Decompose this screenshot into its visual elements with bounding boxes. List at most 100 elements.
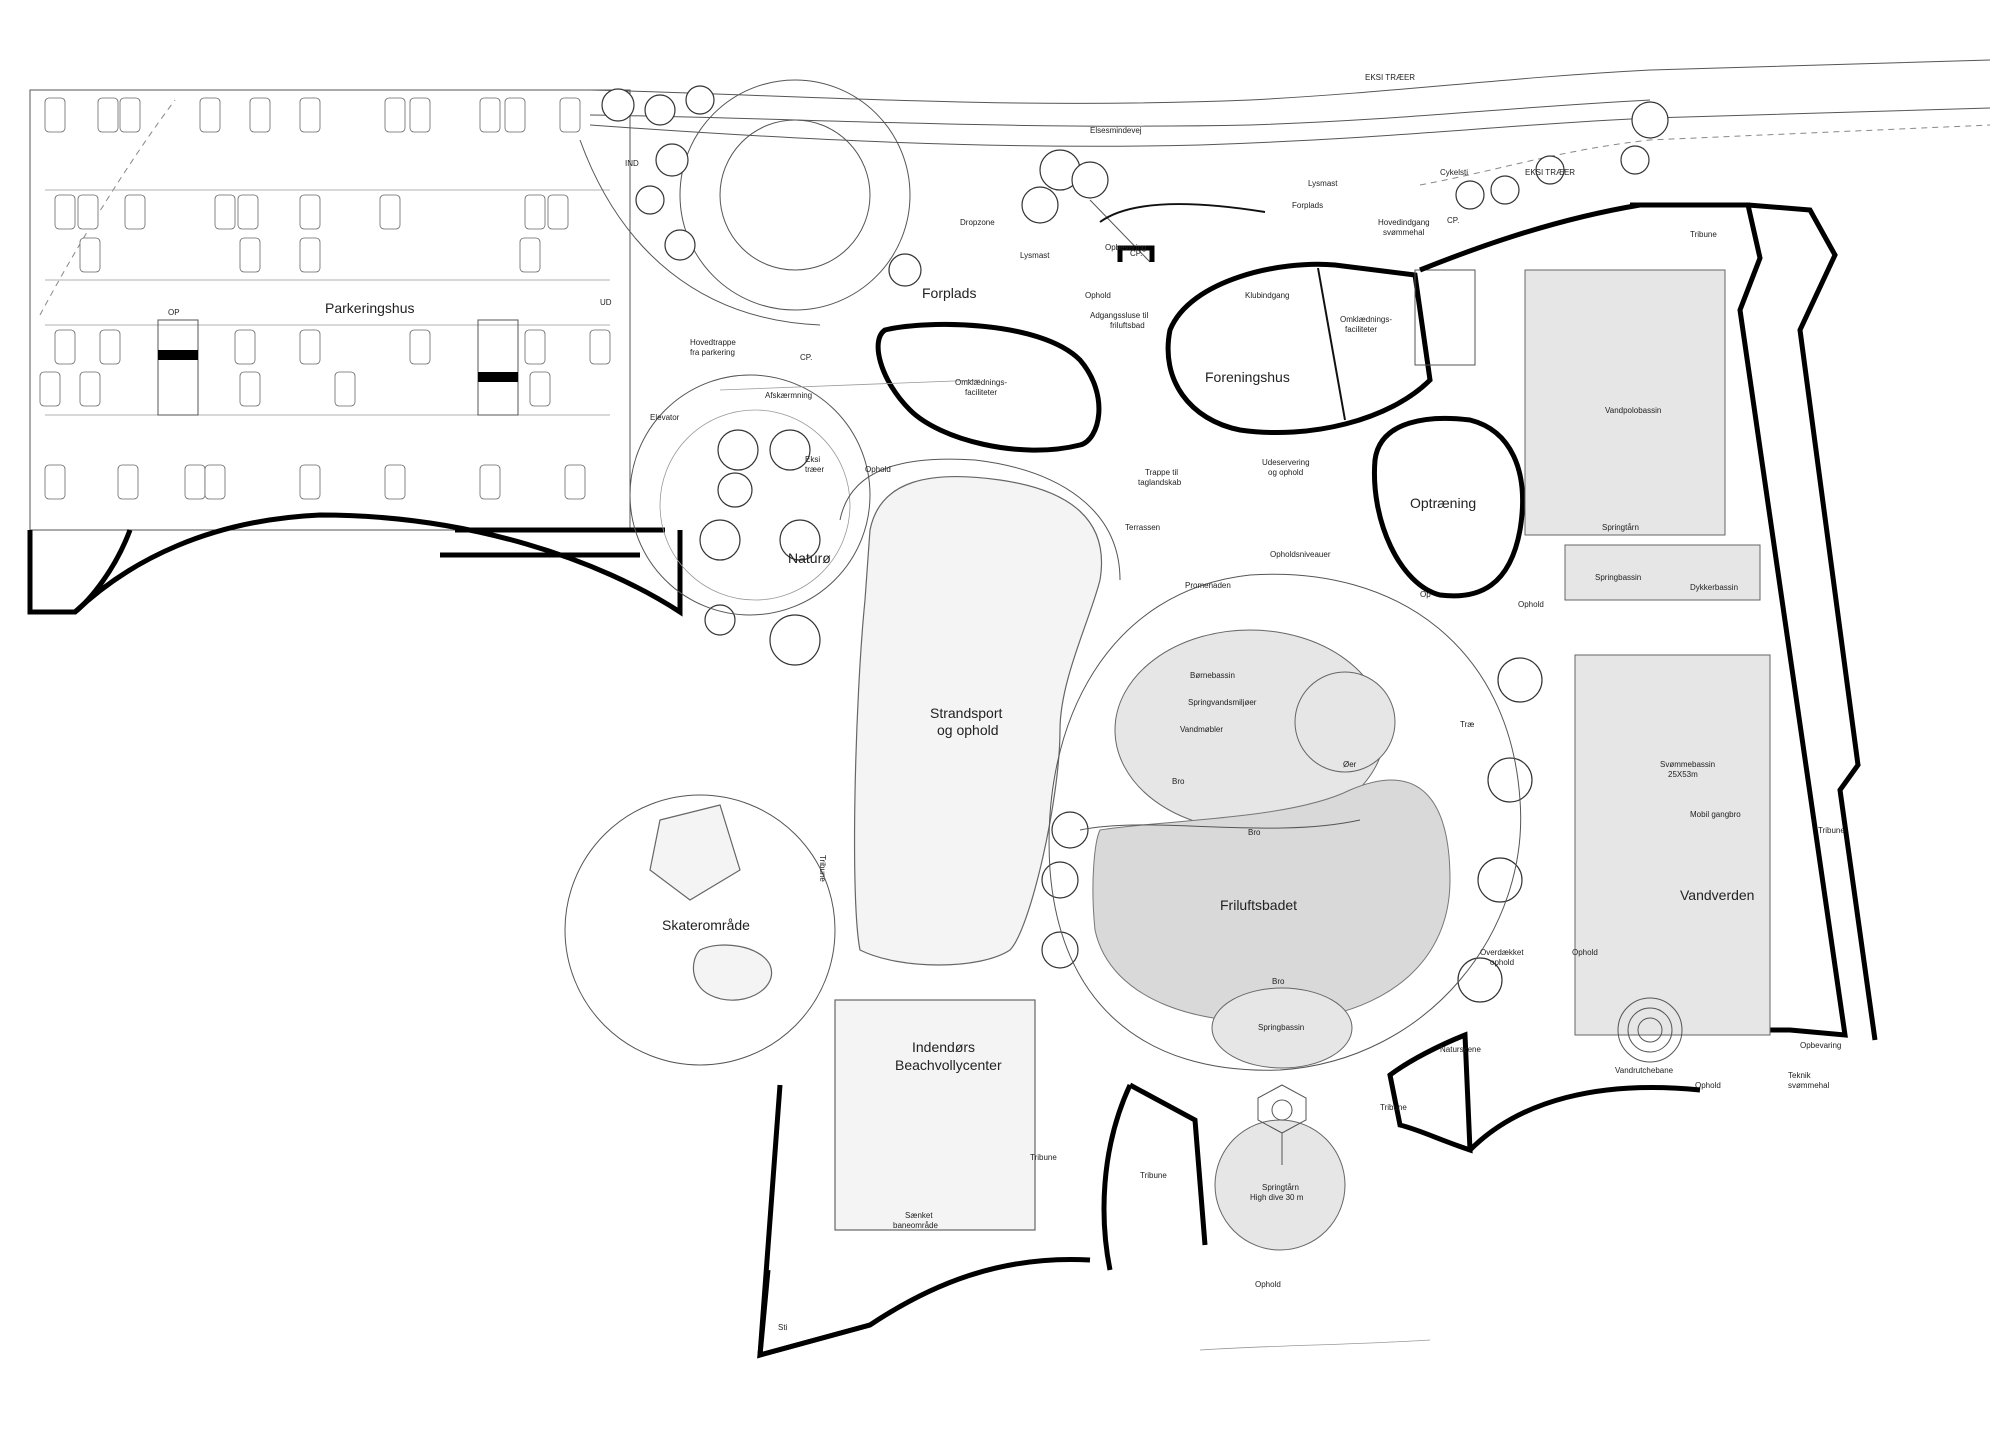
label-overdaekket-b: ophold bbox=[1490, 958, 1514, 967]
label-ophold-naturo: Ophold bbox=[865, 465, 891, 474]
label-bro-1: Bro bbox=[1172, 777, 1185, 786]
label-hovedtrappe: Hovedtrappe bbox=[690, 338, 736, 347]
label-teknik-a: Teknik bbox=[1788, 1071, 1812, 1080]
label-ophold-right-2: Ophold bbox=[1695, 1081, 1721, 1090]
skate-area bbox=[564, 794, 836, 1066]
label-bro-3: Bro bbox=[1272, 977, 1285, 986]
label-cp-1: CP. bbox=[800, 353, 812, 362]
label-foreningshus: Foreningshus bbox=[1205, 369, 1290, 385]
label-omklaedning-2a: Omklædnings- bbox=[1340, 315, 1392, 324]
label-bro-2: Bro bbox=[1248, 828, 1261, 837]
label-udeservering-a: Udeservering bbox=[1262, 458, 1310, 467]
label-overdaekket-a: Overdækket bbox=[1480, 948, 1524, 957]
label-opbevaring-right: Opbevaring bbox=[1800, 1041, 1841, 1050]
label-forplads: Forplads bbox=[922, 285, 976, 301]
nature-stage bbox=[1387, 1031, 1701, 1154]
outdoor-pools bbox=[1048, 573, 1522, 1071]
water-world-hall bbox=[1524, 202, 1878, 1063]
beach-sport-field bbox=[839, 458, 1121, 966]
label-skateromrade: Skaterområde bbox=[662, 917, 750, 933]
label-tribune-left: Tribune bbox=[818, 855, 827, 882]
label-vandrutchebane: Vandrutchebane bbox=[1615, 1066, 1674, 1075]
label-eksi-traeer-top: EKSI TRÆER bbox=[1365, 73, 1415, 82]
label-ophold-bottom: Ophold bbox=[1255, 1280, 1281, 1289]
training-building bbox=[1371, 415, 1526, 599]
label-bornebassin: Børnebassin bbox=[1190, 671, 1235, 680]
label-cykelsti: Cykelsti bbox=[1440, 168, 1468, 177]
changing-building-1 bbox=[875, 321, 1102, 453]
label-ophold-mid: Ophold bbox=[1518, 600, 1544, 609]
label-svommebassin-a: Svømmebassin bbox=[1660, 760, 1715, 769]
label-strandsport-b: og ophold bbox=[937, 722, 999, 738]
label-trappe-b: taglandskab bbox=[1138, 478, 1182, 487]
label-hovedindgang: Hovedindgang bbox=[1378, 218, 1430, 227]
label-teknik-b: svømmehal bbox=[1788, 1081, 1830, 1090]
label-saenket-b: baneområde bbox=[893, 1221, 938, 1230]
foreningshus-building bbox=[1165, 202, 1641, 435]
label-sti: Sti bbox=[778, 1323, 788, 1332]
label-forplads-small: Forplads bbox=[1292, 201, 1323, 210]
label-ud: UD bbox=[600, 298, 612, 307]
label-tribune-low: Tribune bbox=[1380, 1103, 1407, 1112]
label-springtarn-high-b: High dive 30 m bbox=[1250, 1193, 1304, 1202]
label-elevator: Elevator bbox=[650, 413, 680, 422]
tree-canopies bbox=[601, 85, 1669, 1003]
label-omklaedning-2b: faciliteter bbox=[1345, 325, 1377, 334]
beach-volley-center bbox=[757, 999, 1208, 1359]
label-vandmobler: Vandmøbler bbox=[1180, 725, 1223, 734]
label-vandverden: Vandverden bbox=[1680, 887, 1754, 903]
label-trappe-a: Trappe til bbox=[1145, 468, 1178, 477]
label-dykkerbassin: Dykkerbassin bbox=[1690, 583, 1738, 592]
label-cp-2: CP. bbox=[1130, 249, 1142, 258]
label-op-small: Op bbox=[1420, 590, 1431, 599]
label-mobil-gangbro: Mobil gangbro bbox=[1690, 810, 1741, 819]
label-opholdsniveauer: Opholdsniveauer bbox=[1270, 550, 1331, 559]
label-dropzone: Dropzone bbox=[960, 218, 995, 227]
label-afskaermning: Afskærmning bbox=[765, 391, 812, 400]
label-ophold-top: Ophold bbox=[1085, 291, 1111, 300]
forplads-area bbox=[1089, 199, 1266, 263]
label-svommebassin-b: 25X53m bbox=[1668, 770, 1698, 779]
nature-island bbox=[629, 374, 981, 616]
label-omklaedning-1b: faciliteter bbox=[965, 388, 997, 397]
label-friluftsbadet: Friluftsbadet bbox=[1220, 897, 1297, 913]
label-springvandsmiljoer: Springvandsmiljøer bbox=[1188, 698, 1257, 707]
label-springbassin-right: Springbassin bbox=[1595, 573, 1641, 582]
label-promenaden: Promenaden bbox=[1185, 581, 1231, 590]
label-optraening: Optræning bbox=[1410, 495, 1476, 511]
label-vandpolobassin: Vandpolobassin bbox=[1605, 406, 1661, 415]
label-elsesmindevej: Elsesmindevej bbox=[1090, 126, 1142, 135]
label-springbassin-center: Springbassin bbox=[1258, 1023, 1304, 1032]
bottom-corner bbox=[757, 1269, 1431, 1359]
roundabout bbox=[579, 79, 911, 326]
high-dive bbox=[1214, 1084, 1346, 1251]
label-trae: Træ bbox=[1460, 720, 1474, 729]
label-naturscene: Naturscene bbox=[1440, 1045, 1481, 1054]
label-svommehal-entry: svømmehal bbox=[1383, 228, 1425, 237]
label-eksi-trees-a: Eksi bbox=[805, 455, 820, 464]
label-klubindgang: Klubindgang bbox=[1245, 291, 1289, 300]
label-tribune-top: Tribune bbox=[1690, 230, 1717, 239]
parking-garage bbox=[27, 89, 683, 617]
label-lysmast-2: Lysmast bbox=[1308, 179, 1338, 188]
label-eksi-traeer-right: EKSI TRÆER bbox=[1525, 168, 1575, 177]
label-omklaedning-1a: Omklædnings- bbox=[955, 378, 1007, 387]
label-saenket-a: Sænket bbox=[905, 1211, 933, 1220]
label-springtarn-high-a: Springtårn bbox=[1262, 1183, 1299, 1192]
label-tribune-right-1: Tribune bbox=[1818, 826, 1845, 835]
label-oer: Øer bbox=[1343, 760, 1357, 769]
label-eksi-trees-b: træer bbox=[805, 465, 824, 474]
label-friluftsbad-entry: friluftsbad bbox=[1110, 321, 1145, 330]
label-ophold-right: Ophold bbox=[1572, 948, 1598, 957]
label-terrassen: Terrassen bbox=[1125, 523, 1160, 532]
label-tribune-beach: Tribune bbox=[1030, 1153, 1057, 1162]
label-lysmast-1: Lysmast bbox=[1020, 251, 1050, 260]
label-cp-3: CP. bbox=[1447, 216, 1459, 225]
plan-labels: EKSI TRÆER Elsesmindevej Cykelsti EKSI T… bbox=[168, 73, 1845, 1332]
label-tribune-mid: Tribune bbox=[1140, 1171, 1167, 1180]
parking-stalls bbox=[39, 97, 611, 500]
label-opbevaring-top: Opbevaring bbox=[1105, 243, 1146, 252]
label-udeservering-b: og ophold bbox=[1268, 468, 1303, 477]
label-strandsport-a: Strandsport bbox=[930, 705, 1002, 721]
label-fra-parkering: fra parkering bbox=[690, 348, 735, 357]
